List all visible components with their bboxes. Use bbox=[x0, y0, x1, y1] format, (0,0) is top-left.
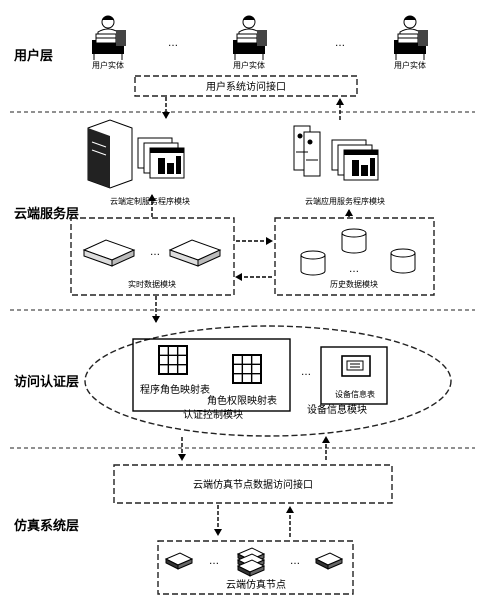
table-grid-icon bbox=[158, 345, 188, 375]
realtime-ellipsis: … bbox=[150, 247, 160, 258]
data-block-icon bbox=[83, 239, 135, 267]
user-access-interface: 用户系统访问接口 bbox=[134, 75, 358, 97]
history-module-box bbox=[274, 217, 435, 296]
user-interface-label: 用户系统访问接口 bbox=[206, 80, 286, 93]
data-block-icon bbox=[169, 239, 221, 267]
layer-label-simulation: 仿真系统层 bbox=[14, 518, 79, 534]
table-grid-icon bbox=[232, 354, 262, 384]
auth-control-box bbox=[132, 338, 291, 412]
program-window-icon bbox=[137, 137, 185, 179]
program-role-table-label: 程序角色映射表 bbox=[140, 383, 210, 396]
layer-label-auth: 访问认证层 bbox=[14, 374, 79, 390]
sim-nodes-box bbox=[157, 540, 354, 595]
server-rack-icon bbox=[293, 125, 321, 177]
sim-nodes-label: 云端仿真节点 bbox=[226, 578, 286, 591]
layer-label-user: 用户层 bbox=[13, 48, 53, 64]
app-service-label: 云端应用服务程序模块 bbox=[305, 196, 385, 206]
user-entity-label: 用户实体 bbox=[394, 60, 426, 70]
auth-layer-ellipse bbox=[84, 325, 452, 437]
auth-ellipsis: … bbox=[301, 367, 311, 378]
user-entity-3: 用户实体 bbox=[393, 15, 429, 70]
sim-node-icon bbox=[315, 552, 343, 570]
sim-interface-box bbox=[113, 464, 393, 504]
user-entity-label: 用户实体 bbox=[92, 60, 124, 70]
history-ellipsis: … bbox=[349, 264, 359, 275]
user-entity-2: 用户实体 bbox=[232, 15, 268, 70]
realtime-module-box bbox=[70, 217, 235, 296]
device-info-module-label: 设备信息模块 bbox=[307, 403, 367, 416]
history-data-module: … 历史数据模块 bbox=[274, 217, 435, 296]
user-interface-box bbox=[134, 75, 358, 97]
auth-control-module: 程序角色映射表 角色权限映射表 认证控制模块 bbox=[132, 338, 291, 421]
database-icon bbox=[390, 248, 416, 274]
sim-node-icon bbox=[165, 552, 193, 570]
sim-nodes-group: … … 云端仿真节点 bbox=[157, 540, 354, 595]
auth-control-label: 认证控制模块 bbox=[183, 408, 243, 421]
app-service-module: 云端应用服务程序模块 bbox=[293, 125, 385, 206]
device-info-box bbox=[320, 346, 388, 405]
server-icon bbox=[87, 119, 133, 189]
person-icon bbox=[232, 15, 268, 61]
database-icon bbox=[341, 228, 367, 254]
sim-data-interface: 云端仿真节点数据访问接口 bbox=[113, 464, 393, 504]
realtime-data-module: … 实时数据模块 bbox=[70, 217, 235, 296]
realtime-module-label: 实时数据模块 bbox=[128, 279, 176, 289]
device-info-module: 设备信息表 设备信息模块 bbox=[307, 346, 388, 416]
database-icon bbox=[300, 250, 326, 276]
layer-label-cloud: 云端服务层 bbox=[14, 206, 79, 222]
program-window-icon bbox=[331, 139, 379, 181]
user-ellipsis: … bbox=[168, 38, 178, 49]
role-permission-table-label: 角色权限映射表 bbox=[207, 394, 277, 407]
person-icon bbox=[91, 15, 127, 61]
custom-service-label: 云端定制服务程序模块 bbox=[110, 196, 190, 206]
user-ellipsis: … bbox=[335, 38, 345, 49]
sim-interface-label: 云端仿真节点数据访问接口 bbox=[193, 478, 313, 491]
custom-service-module: 云端定制服务程序模块 bbox=[87, 119, 190, 206]
device-card-icon bbox=[341, 355, 371, 377]
sim-ellipsis: … bbox=[209, 556, 219, 567]
user-entity-label: 用户实体 bbox=[233, 60, 265, 70]
person-icon bbox=[393, 15, 429, 61]
history-module-label: 历史数据模块 bbox=[330, 279, 378, 289]
device-info-table-label: 设备信息表 bbox=[335, 389, 375, 399]
user-entity-1: 用户实体 bbox=[91, 15, 127, 70]
sim-ellipsis: … bbox=[290, 556, 300, 567]
